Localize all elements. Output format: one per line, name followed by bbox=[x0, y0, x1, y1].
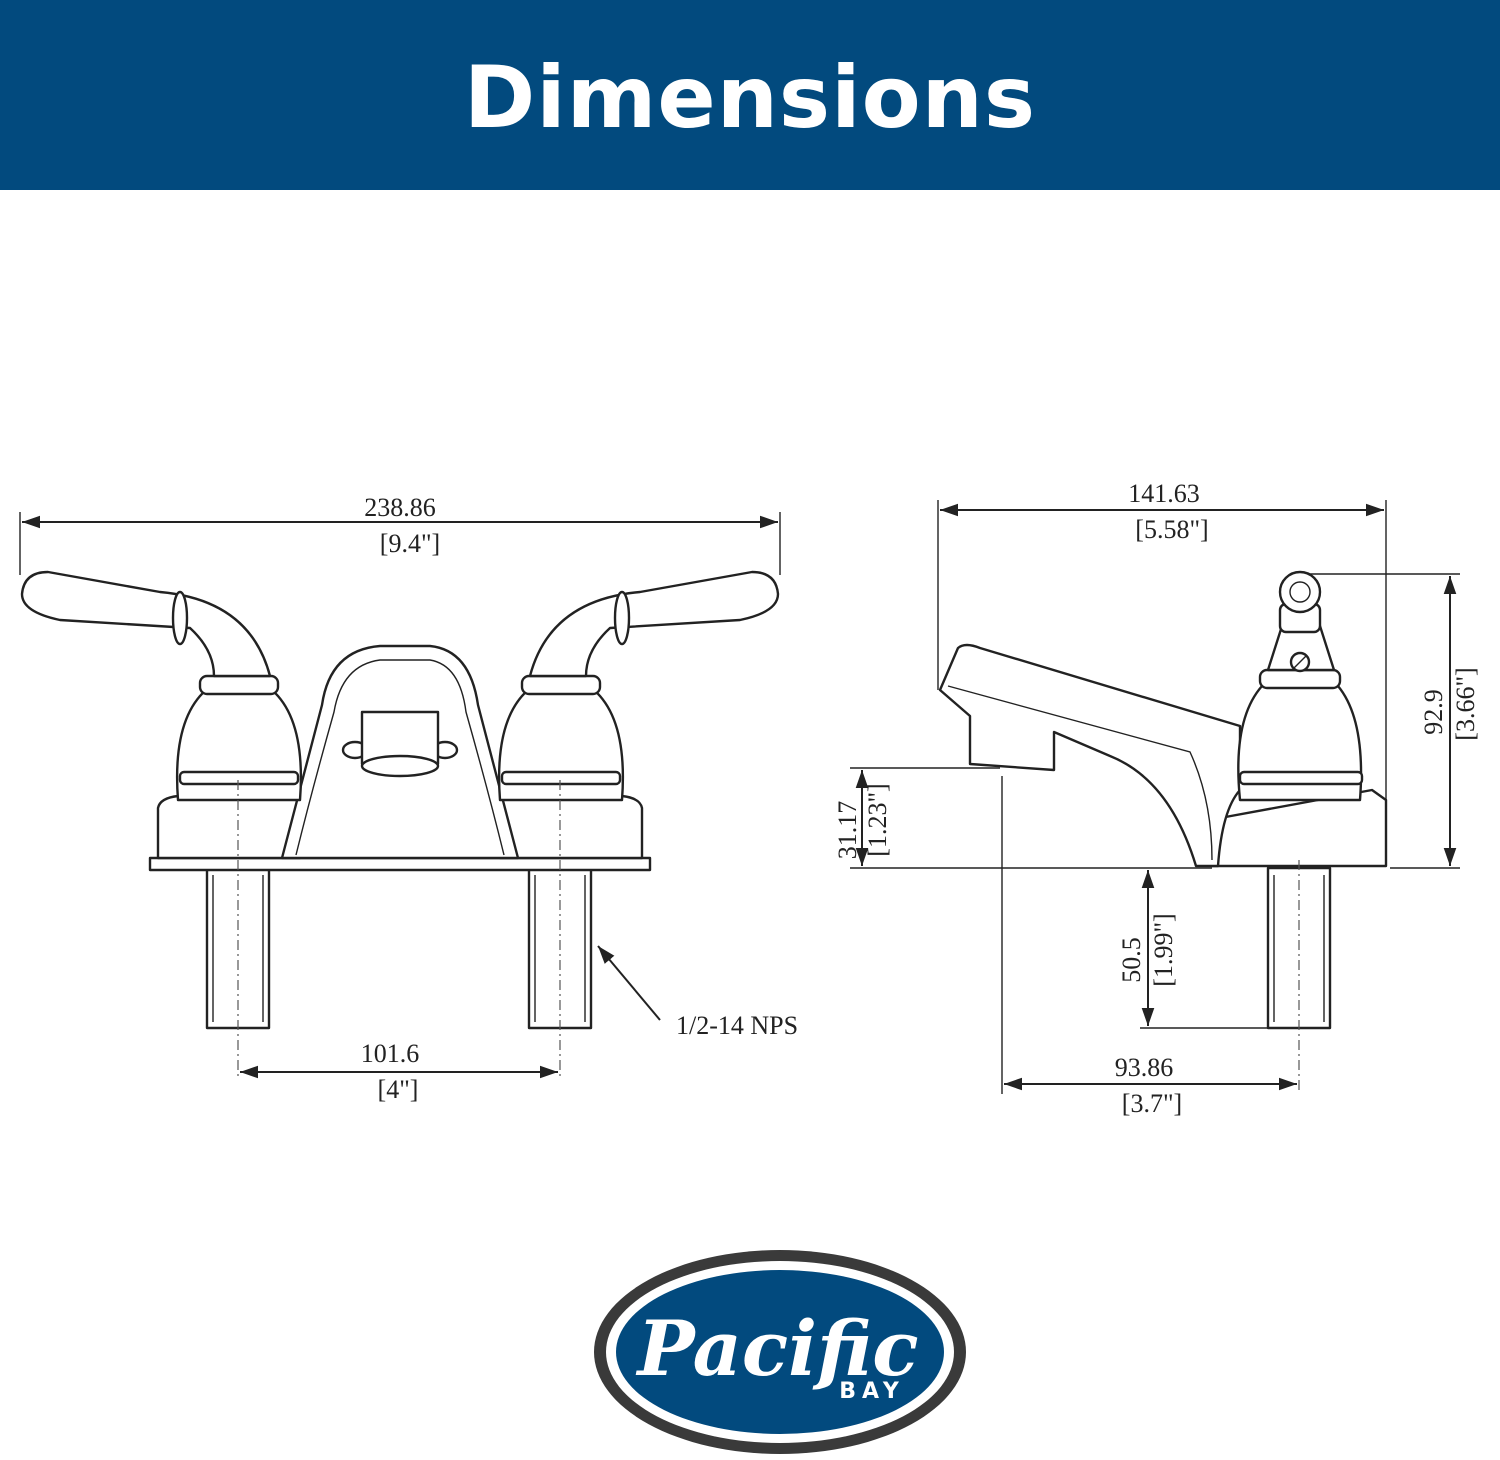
side-base bbox=[1210, 788, 1388, 868]
thread-label: 1/2-14 NPS bbox=[676, 1011, 798, 1040]
logo-brand-text: Pacific bbox=[635, 1304, 918, 1393]
overall-width-in-label: [9.4"] bbox=[380, 529, 440, 558]
spout-height-mm-label: 31.17 bbox=[833, 801, 862, 860]
base-plate bbox=[148, 856, 652, 872]
left-handle-lever bbox=[20, 570, 272, 678]
page-title: Dimensions bbox=[463, 48, 1037, 148]
logo-sub-text: BAY bbox=[839, 1379, 905, 1404]
front-view: 238.86 [9.4"] bbox=[19, 493, 798, 1104]
center-spacing-in-label: [4"] bbox=[378, 1075, 419, 1104]
side-view: 141.63 [5.58"] 92.9 [3.66"] 31.17 [1 bbox=[833, 479, 1480, 1118]
header-banner: Dimensions bbox=[0, 0, 1500, 190]
spout-reach-mm-label: 93.86 bbox=[1115, 1053, 1174, 1082]
overall-height-mm-label: 92.9 bbox=[1419, 689, 1448, 735]
overall-height-in-label: [3.66"] bbox=[1451, 667, 1480, 740]
shank-length-in-label: [1.99"] bbox=[1149, 913, 1178, 986]
right-handle-lever bbox=[528, 570, 780, 678]
overall-depth-in-label: [5.58"] bbox=[1135, 515, 1208, 544]
side-handle-knob bbox=[1278, 570, 1322, 614]
overall-width-mm-label: 238.86 bbox=[364, 493, 436, 522]
thread-leader-line bbox=[597, 945, 661, 1021]
left-pedestal bbox=[156, 794, 302, 860]
brand-logo: Pacific BAY bbox=[594, 1250, 966, 1454]
right-pedestal bbox=[498, 794, 644, 860]
overall-depth-mm-label: 141.63 bbox=[1128, 479, 1200, 508]
spout-height-in-label: [1.23"] bbox=[863, 783, 892, 856]
spout-reach-in-label: [3.7"] bbox=[1122, 1089, 1182, 1118]
shank-length-mm-label: 50.5 bbox=[1117, 937, 1146, 983]
side-spout bbox=[938, 643, 1242, 868]
center-spacing-mm-label: 101.6 bbox=[361, 1039, 420, 1068]
